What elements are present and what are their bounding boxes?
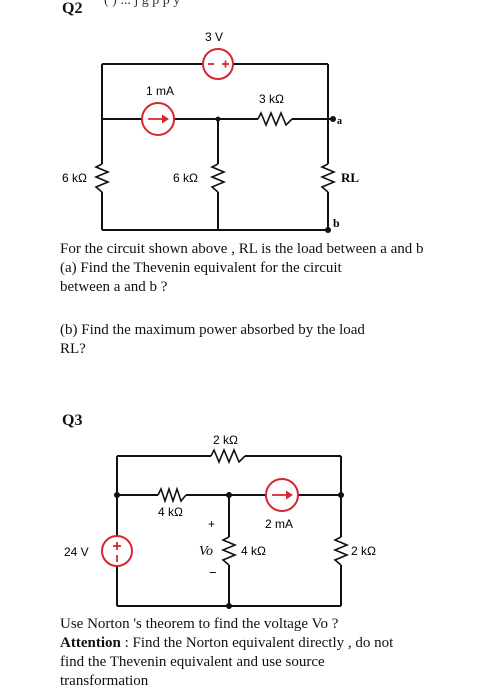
q3-label-4k-vo: 4 kΩ: [241, 544, 266, 558]
q2-label-a: a: [337, 116, 342, 127]
q2-resistor-left: [93, 163, 111, 193]
q3-voltage-source-icon: [101, 535, 133, 567]
q3-vo-plus: +: [208, 517, 215, 531]
q2-label-3v: 3 V: [205, 30, 223, 44]
q3-text-line-2: Attention : Find the Norton equivalent d…: [60, 634, 393, 653]
q3-label-2k-right: 2 kΩ: [351, 544, 376, 558]
q3-resistor-right: [332, 536, 350, 566]
q3-attention-label: Attention: [60, 635, 121, 651]
q3-resistor-top: [210, 447, 246, 465]
q2-node-a-dot: [330, 116, 336, 122]
q3-label-vo: Vo: [199, 544, 213, 559]
q3-vo-minus: −: [209, 565, 217, 580]
q3-text-line-3: find the Thevenin equivalent and use sou…: [60, 654, 325, 670]
q3-resistor-4k-vo: [220, 536, 238, 566]
q2-label-3k: 3 kΩ: [259, 92, 284, 106]
q2-cropped-fragment: ( ) ... j g p p y: [104, 0, 181, 8]
q2-label-6k-mid: 6 kΩ: [173, 171, 198, 185]
q3-attention-rest: : Find the Norton equivalent directly , …: [120, 635, 394, 651]
q3-label-2ma: 2 mA: [265, 517, 293, 531]
q2-label-b: b: [333, 216, 340, 230]
q3-label-2k-top: 2 kΩ: [213, 433, 238, 447]
q2-text-line-4: (b) Find the maximum power absorbed by t…: [60, 322, 365, 338]
q3-label-24v: 24 V: [64, 545, 89, 559]
q2-current-source-icon: [141, 102, 175, 136]
q2-text-line-1: For the circuit shown above , RL is the …: [60, 241, 424, 257]
q2-text-line-3: between a and b ?: [60, 279, 168, 295]
q3-current-source-icon: [265, 478, 299, 512]
q2-text-line-2: (a) Find the Thevenin equivalent for the…: [60, 260, 342, 276]
q2-voltage-source-icon: [202, 48, 234, 80]
q2-label-1ma: 1 mA: [146, 84, 174, 98]
q2-heading: Q2: [62, 0, 83, 17]
q3-text-line-4: transformation: [60, 673, 149, 689]
q3-resistor-4k-upper: [157, 486, 187, 504]
q2-resistor-rl: [319, 163, 337, 193]
q3-heading: Q3: [62, 412, 83, 429]
q3-text-line-1: Use Norton 's theorem to find the voltag…: [60, 616, 339, 632]
q2-text-line-5: RL?: [60, 341, 86, 357]
q2-label-6k-left: 6 kΩ: [62, 171, 87, 185]
q2-label-rl: RL: [341, 170, 359, 185]
q3-label-4k-upper: 4 kΩ: [158, 505, 183, 519]
q2-resistor-mid: [209, 163, 227, 193]
q2-resistor-top: [257, 110, 293, 128]
q2-node-b-dot: [325, 227, 331, 233]
